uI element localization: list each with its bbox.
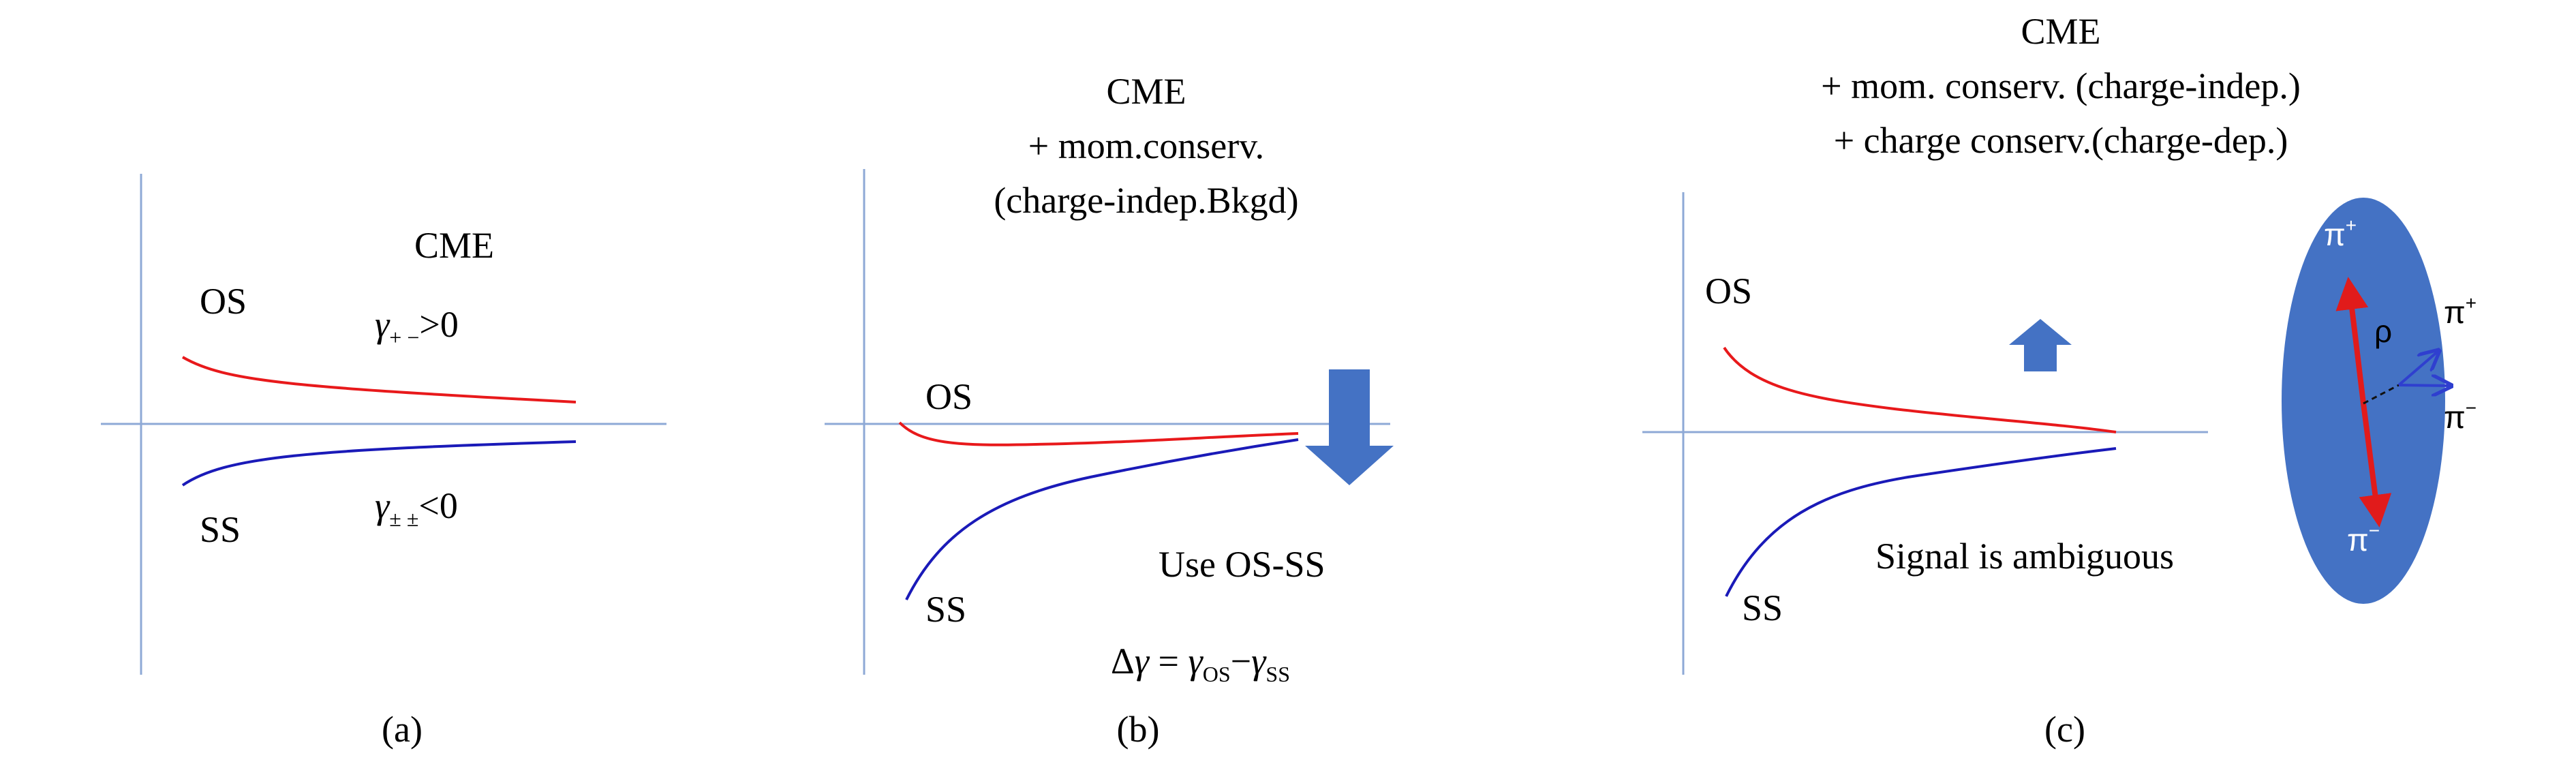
panel-c-title-line-3: + charge conserv.(charge-dep.) xyxy=(1834,120,2288,161)
gamma-os-subscript: OS xyxy=(1203,662,1231,686)
down-arrow-icon xyxy=(1305,369,1394,485)
pi-symbol: π xyxy=(2444,399,2466,435)
panel-a-gamma-os: γ+ −>0 xyxy=(375,304,459,350)
panel-b: CME + mom.conserv. (charge-indep.Bkgd) O… xyxy=(825,71,1394,750)
delta-symbol: Δ xyxy=(1111,641,1135,682)
pi-symbol: π xyxy=(2324,217,2346,252)
panel-a-os-curve xyxy=(181,356,577,403)
panel-a-title: CME xyxy=(414,225,494,266)
pi-minus-right-label: π− xyxy=(2444,397,2477,435)
pion-pair-arrow xyxy=(2335,277,2369,404)
panel-b-title-line-2: + mom.conserv. xyxy=(1028,125,1264,166)
panel-c-caption: (c) xyxy=(2044,709,2085,750)
charge-minus: − xyxy=(2369,520,2380,541)
gamma-symbol: γ xyxy=(375,485,390,526)
panel-c-ss-label: SS xyxy=(1742,587,1783,628)
pi-symbol: π xyxy=(2444,294,2466,330)
gamma-os-symbol: γ xyxy=(1188,641,1203,682)
panel-a-gamma-ss: γ± ±<0 xyxy=(375,485,458,531)
panel-b-os-label: OS xyxy=(925,376,972,417)
panel-c-ss-curve xyxy=(1725,447,2117,597)
gamma-symbol: γ xyxy=(1135,641,1150,682)
pi-plus-momentum-arrow xyxy=(2397,351,2438,386)
panel-b-ss-label: SS xyxy=(925,589,966,630)
gamma-ss-symbol: γ xyxy=(1251,641,1267,682)
minus-sign: − xyxy=(1231,641,1251,682)
gamma-subscript: ± ± xyxy=(389,506,418,531)
pi-plus-top-label: π+ xyxy=(2324,215,2357,252)
panel-b-os-curve xyxy=(898,421,1299,446)
rho-direction-line xyxy=(2363,384,2399,405)
panel-c: CME + mom. conserv. (charge-indep.) + ch… xyxy=(1642,11,2477,750)
pi-plus-right-label: π+ xyxy=(2444,292,2477,330)
panel-b-use-text: Use OS-SS xyxy=(1159,544,1325,585)
gamma-ss-subscript: SS xyxy=(1266,662,1290,686)
panel-a: CME OS SS γ+ −>0 γ± ±<0 (a) xyxy=(101,174,666,750)
panel-a-caption: (a) xyxy=(382,709,423,750)
charge-minus: − xyxy=(2466,397,2477,418)
pi-symbol: π xyxy=(2347,522,2369,557)
panel-c-os-curve xyxy=(1723,346,2117,433)
gamma-symbol: γ xyxy=(375,304,390,345)
panel-a-os-label: OS xyxy=(200,281,247,322)
rho-label: ρ xyxy=(2374,314,2392,349)
gamma-subscript: + − xyxy=(389,325,419,350)
pion-pair-arrow xyxy=(2359,403,2392,528)
panel-b-title-line-3: (charge-indep.Bkgd) xyxy=(994,180,1298,221)
panel-c-title-line-2: + mom. conserv. (charge-indep.) xyxy=(1821,65,2301,106)
gamma-relation: <0 xyxy=(418,485,457,526)
panel-a-ss-curve xyxy=(181,440,577,487)
charge-plus: + xyxy=(2346,215,2357,236)
panel-b-ss-curve xyxy=(905,438,1299,600)
panel-b-delta-gamma: Δγ = γOS−γSS xyxy=(1111,641,1290,686)
gamma-relation: >0 xyxy=(419,304,458,345)
panel-b-caption: (b) xyxy=(1117,709,1160,750)
panel-c-signal-text: Signal is ambiguous xyxy=(1875,536,2174,577)
panel-c-os-label: OS xyxy=(1705,271,1752,311)
charge-plus: + xyxy=(2466,292,2477,314)
pi-minus-bottom-label: π− xyxy=(2347,520,2380,557)
panel-c-title-line-1: CME xyxy=(2021,11,2100,52)
pi-minus-momentum-arrow xyxy=(2398,385,2451,386)
up-arrow-icon xyxy=(2009,319,2072,371)
panel-b-title-line-1: CME xyxy=(1106,71,1186,112)
equals-sign: = xyxy=(1149,641,1188,682)
panel-a-ss-label: SS xyxy=(200,509,241,550)
